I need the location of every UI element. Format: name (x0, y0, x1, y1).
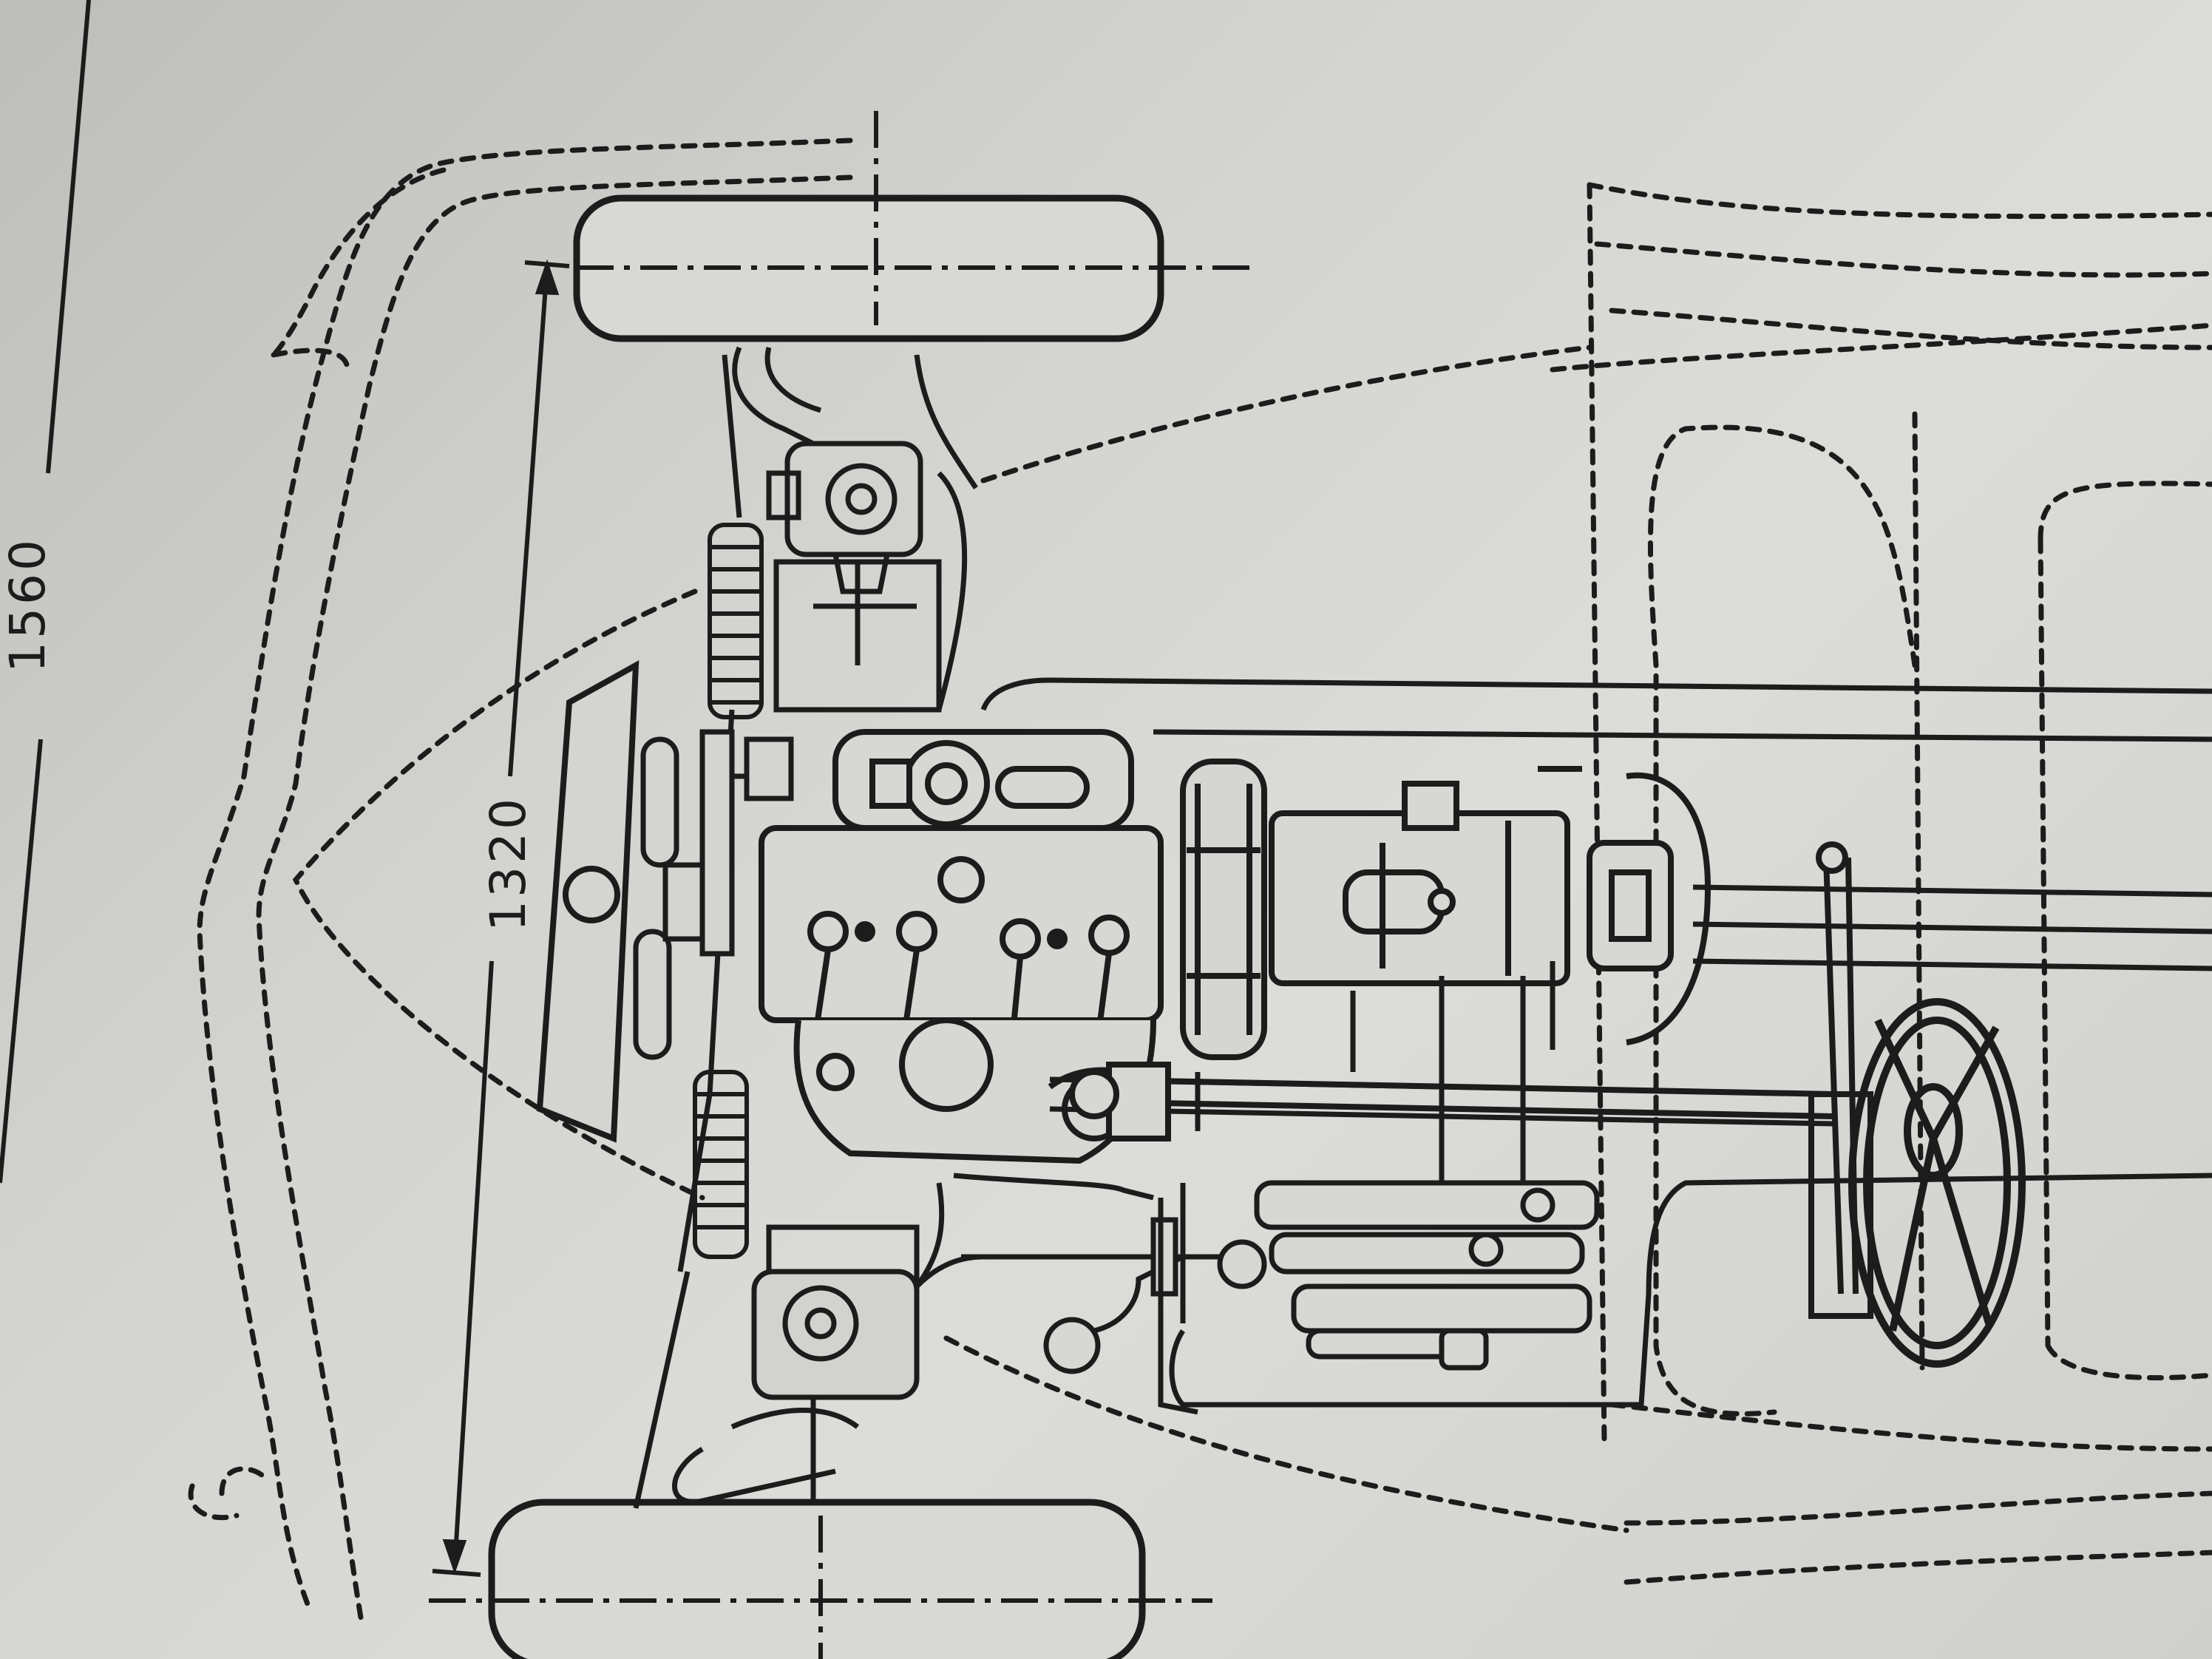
radiator (536, 660, 639, 1143)
gearbox (1269, 766, 1711, 1045)
lower-coil-spring (693, 1070, 749, 1259)
dimension-track-width (432, 259, 570, 1577)
wheel-center-lines (429, 111, 1257, 1659)
clutch-housing (1180, 759, 1267, 1060)
track-width-label: 1320 (480, 795, 537, 932)
front-suspension (633, 346, 978, 1509)
overall-width-label: 1560 (0, 537, 56, 673)
dimension-overall-width (0, 0, 91, 1184)
pedal-assembly (1043, 1180, 1600, 1415)
steering-wheel (1848, 998, 2026, 1368)
upper-coil-spring (708, 523, 764, 719)
engine-block (759, 729, 1164, 1164)
front-right-wheel (488, 1499, 1146, 1659)
cooling-fan (633, 729, 794, 1060)
body-outline (188, 138, 2212, 1629)
